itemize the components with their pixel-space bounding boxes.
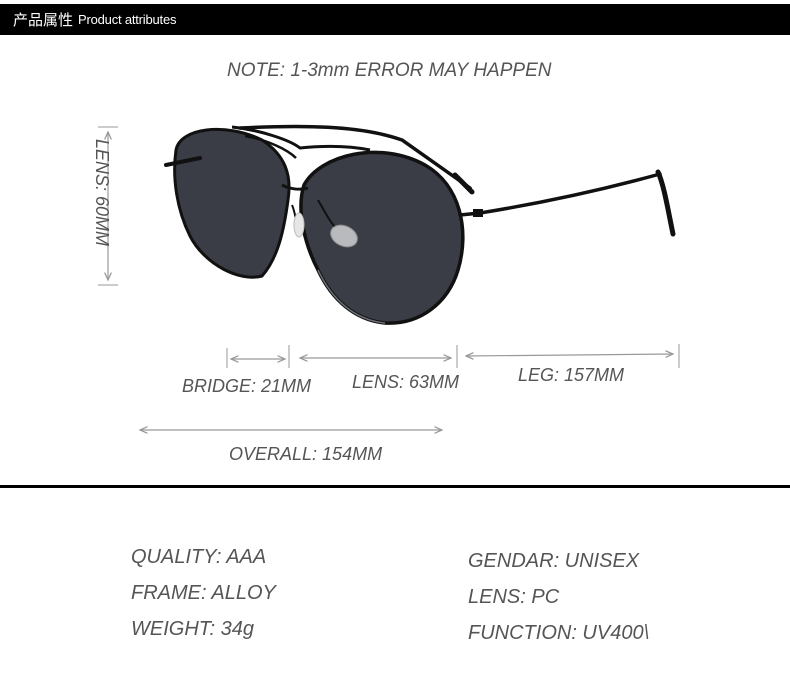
spec-lens: LENS: PC <box>468 586 560 608</box>
spec-gender: GENDAR: UNISEX <box>468 550 640 572</box>
spec-function: FUNCTION: UV400\ <box>468 622 650 644</box>
header-title-cn: 产品属性 <box>13 12 74 29</box>
bridge-label: BRIDGE: 21MM <box>182 376 312 396</box>
section-header: 产品属性 Product attributes <box>0 4 790 35</box>
overall-label: OVERALL: 154MM <box>229 444 383 464</box>
nose-pad-right-pad <box>330 224 358 248</box>
spec-weight: WEIGHT: 34g <box>131 618 254 640</box>
right-lens <box>299 150 465 325</box>
top-bridge <box>231 125 371 152</box>
low-bridge <box>281 183 309 191</box>
spec-quality: QUALITY: AAA <box>131 546 267 568</box>
section-divider <box>0 485 790 488</box>
lens-height-label: LENS: 60MM <box>92 138 113 247</box>
nose-pad-left-pad <box>293 212 305 238</box>
far-temple-tip <box>452 172 475 195</box>
leg-line <box>466 354 673 356</box>
leg-label: LEG: 157MM <box>518 365 625 385</box>
lens-width-label: LENS: 63MM <box>352 372 460 392</box>
near-temple <box>458 172 662 217</box>
spec-frame: FRAME: ALLOY <box>131 582 276 604</box>
header-title-en: Product attributes <box>78 12 177 27</box>
near-temple-tip <box>655 169 676 237</box>
far-temple <box>238 124 472 190</box>
error-note: NOTE: 1-3mm ERROR MAY HAPPEN <box>227 60 552 81</box>
left-hinge <box>164 156 202 167</box>
second-bridge <box>244 134 297 159</box>
left-lens <box>173 127 291 279</box>
